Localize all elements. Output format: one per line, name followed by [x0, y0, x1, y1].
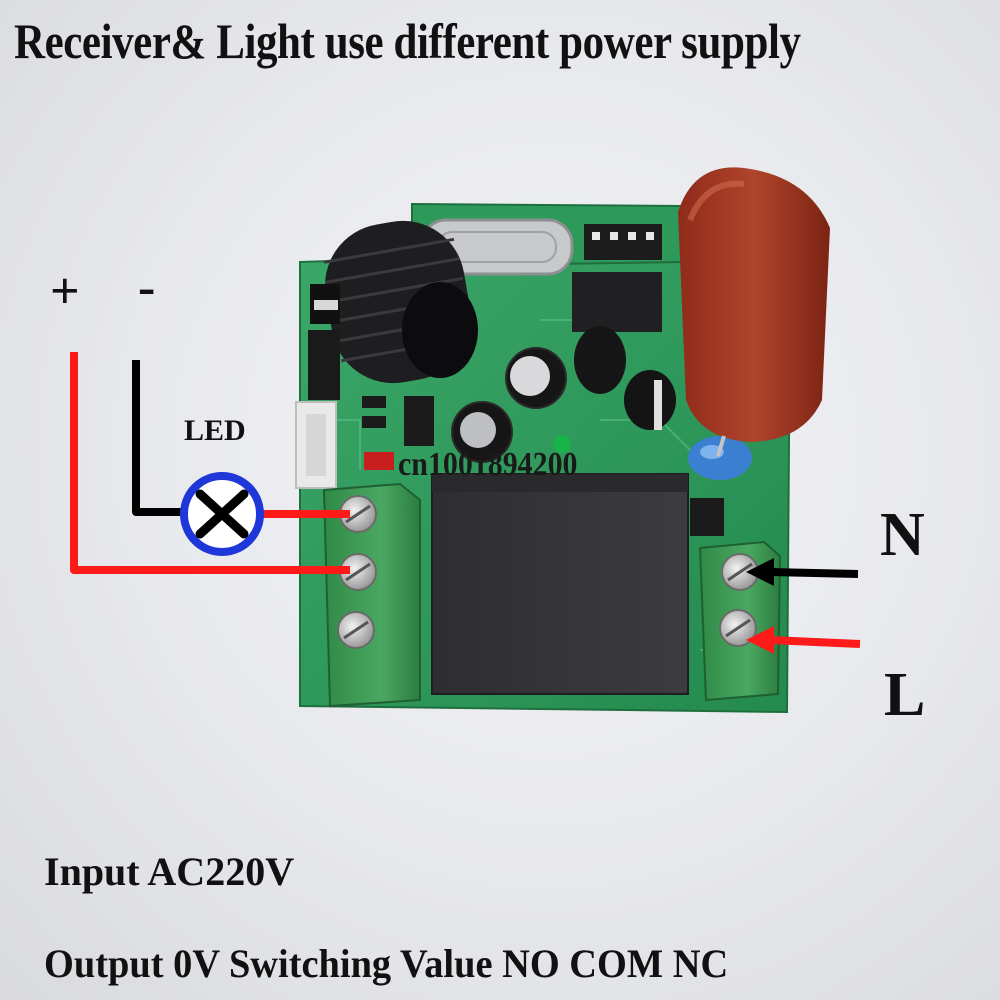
- negative-terminal-label: -: [138, 259, 156, 316]
- positive-wire: [70, 352, 350, 574]
- indicator-led: [553, 435, 571, 453]
- neutral-label: N: [880, 501, 925, 569]
- x2-capacitor: [678, 167, 830, 457]
- relay: [431, 473, 689, 695]
- input-terminal-block: [698, 540, 782, 702]
- diagram-title: Receiver& Light use different power supp…: [14, 13, 801, 69]
- led-label: LED: [184, 414, 246, 447]
- antenna-coil: [323, 220, 478, 384]
- white-connector: [295, 401, 337, 489]
- neutral-arrow: [746, 558, 859, 586]
- output-spec-text: Output 0V Switching Value NO COM NC: [44, 941, 729, 986]
- ic-chip: [572, 272, 662, 332]
- live-arrow: [746, 626, 861, 654]
- smd-components: [362, 396, 724, 536]
- negative-wire: [132, 360, 184, 516]
- watermark-text: cn1001894200: [398, 446, 578, 483]
- positive-terminal-label: +: [50, 263, 80, 320]
- transistor: [574, 326, 676, 430]
- output-terminal-block: [322, 482, 421, 708]
- live-label: L: [884, 661, 926, 729]
- lamp-icon: [180, 472, 264, 556]
- ceramic-capacitor: [688, 436, 752, 480]
- electrolytic-capacitor: [451, 347, 567, 463]
- jumper-header: [308, 284, 340, 400]
- input-spec-text: Input AC220V: [44, 849, 295, 894]
- header-pins: [584, 224, 662, 260]
